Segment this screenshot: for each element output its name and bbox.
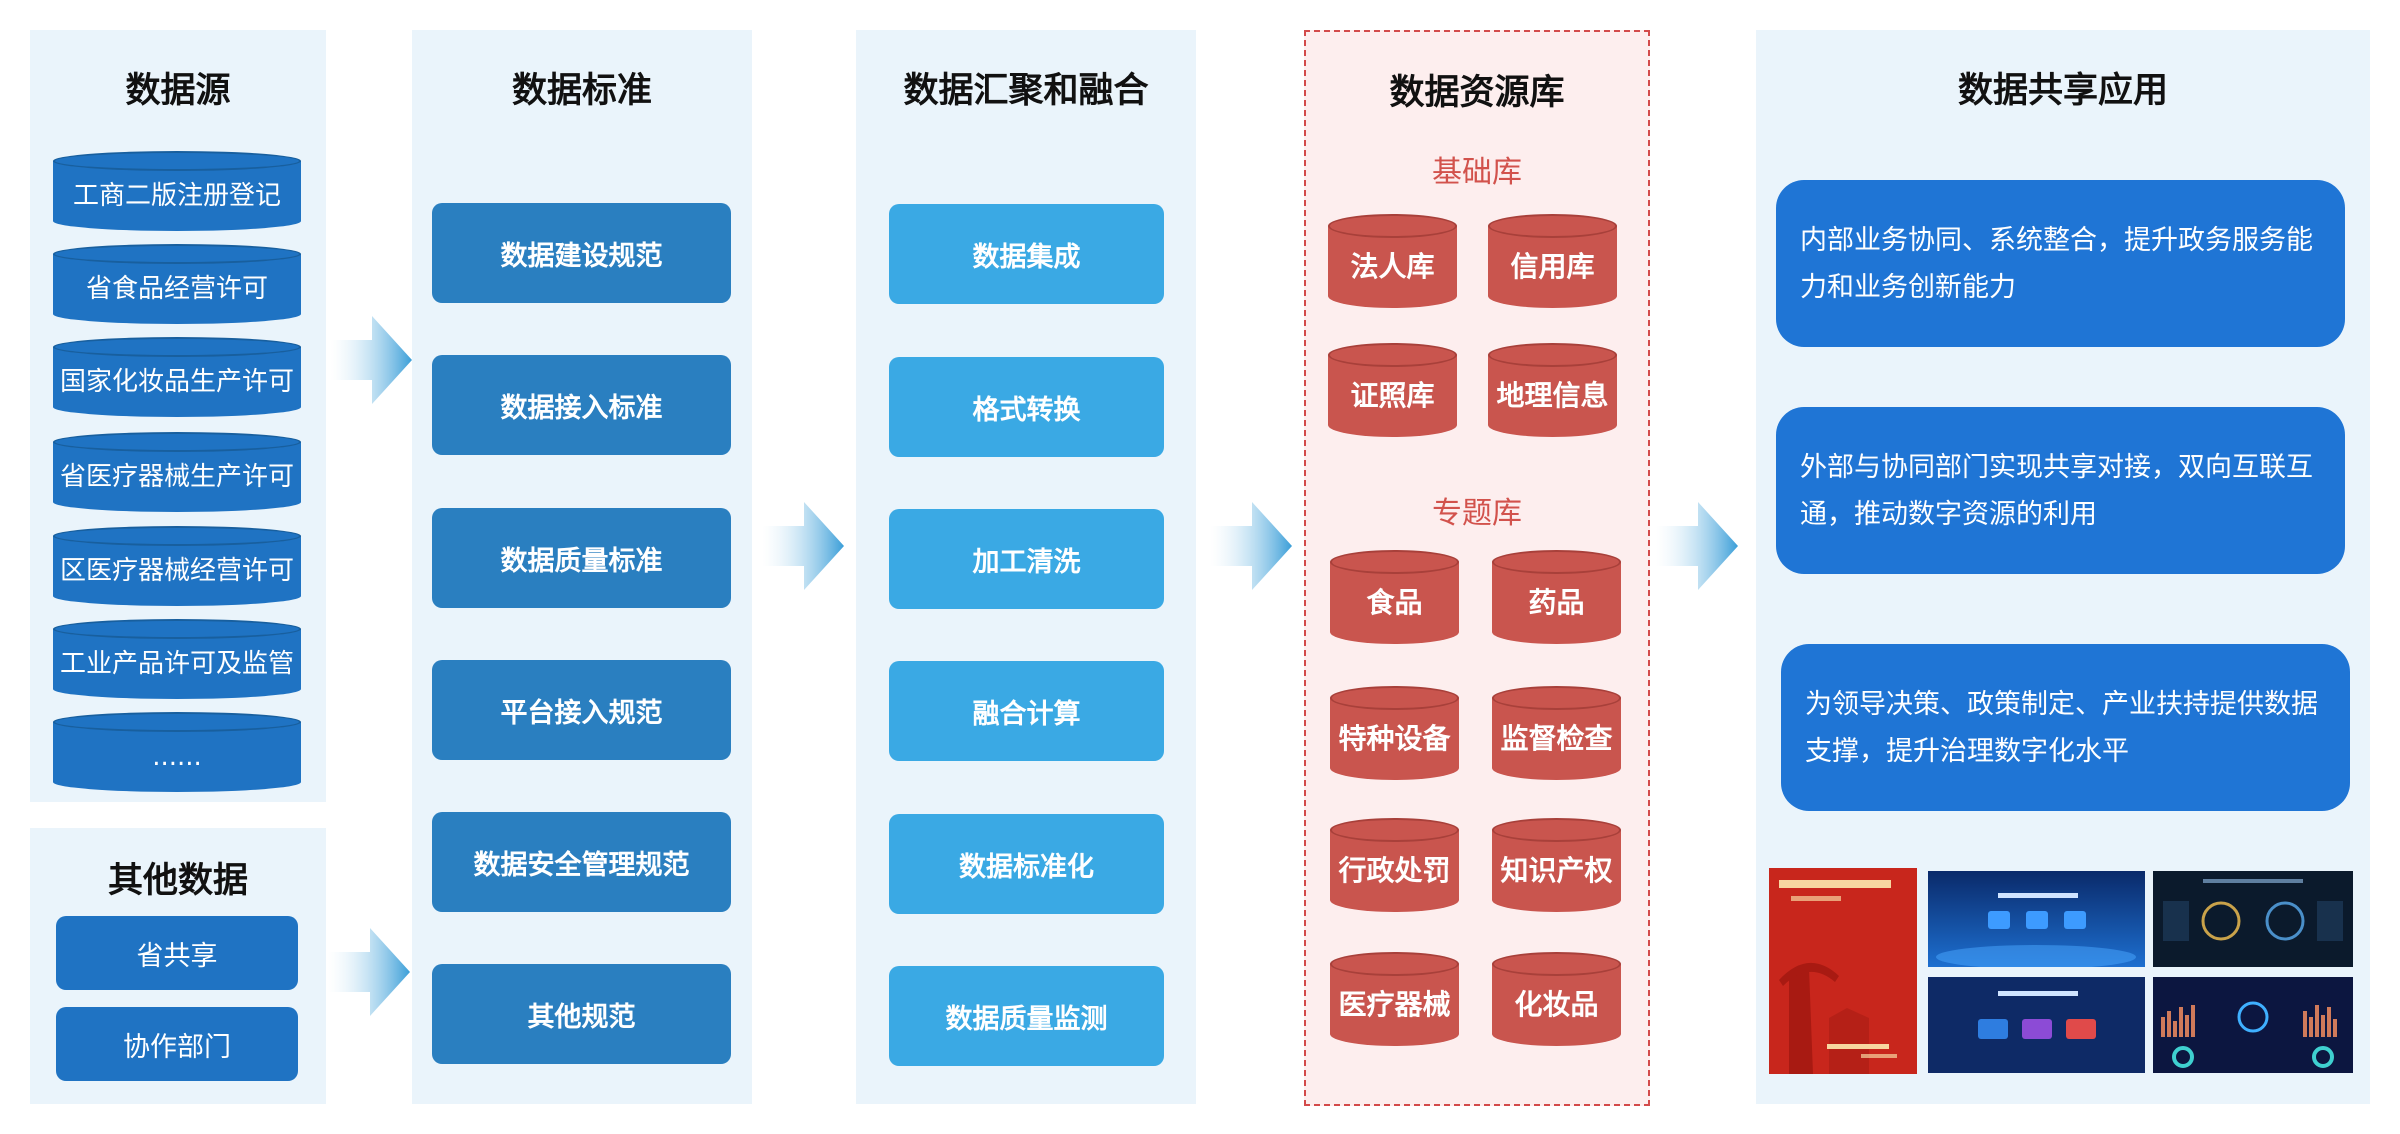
standard-item: 数据接入标准 bbox=[432, 355, 731, 455]
standard-item: 数据建设规范 bbox=[432, 203, 731, 303]
aggregation-item: 数据标准化 bbox=[889, 814, 1164, 914]
topic-lib-cylinder-label: 药品 bbox=[1528, 586, 1585, 619]
data-source-cylinder: 省医疗器械生产许可 bbox=[53, 432, 301, 512]
base-lib-subtitle: 基础库 bbox=[1432, 155, 1522, 190]
data-source-cylinder: 国家化妆品生产许可 bbox=[53, 337, 301, 417]
report-cover-image bbox=[1769, 868, 1917, 1074]
sharing-app-item: 为领导决策、政策制定、产业扶持提供数据支撑，提升治理数字化水平 bbox=[1781, 644, 2350, 811]
base-lib-cylinder: 法人库 bbox=[1328, 214, 1457, 308]
data-source-cylinder: 工商二版注册登记 bbox=[53, 151, 301, 231]
topic-lib-cylinder: 化妆品 bbox=[1492, 952, 1621, 1046]
topic-lib-cylinder-label: 行政处罚 bbox=[1338, 854, 1451, 887]
dashboard-screenshot-4 bbox=[2153, 977, 2353, 1073]
topic-lib-subtitle: 专题库 bbox=[1432, 496, 1522, 531]
topic-lib-cylinder: 行政处罚 bbox=[1330, 818, 1459, 912]
other-data-item: 协作部门 bbox=[56, 1007, 298, 1081]
base-lib-cylinder-label: 信用库 bbox=[1510, 250, 1595, 283]
topic-lib-cylinder-label: 化妆品 bbox=[1514, 988, 1599, 1021]
data-source-cylinder-label: ...... bbox=[152, 742, 202, 772]
dashboard-screenshot-1 bbox=[1928, 871, 2145, 967]
other-data-item: 省共享 bbox=[56, 916, 298, 990]
base-lib-cylinder: 地理信息 bbox=[1488, 343, 1617, 437]
data-source-title: 数据源 bbox=[125, 71, 231, 111]
flow-arrow-icon bbox=[762, 502, 844, 590]
topic-lib-cylinder: 监督检查 bbox=[1492, 686, 1621, 780]
data-source-cylinder: 工业产品许可及监管 bbox=[53, 619, 301, 699]
dashboard-screenshot-3 bbox=[1928, 977, 2145, 1073]
data-source-cylinder: ...... bbox=[53, 712, 301, 792]
other-data-title: 其他数据 bbox=[107, 861, 248, 901]
data-source-cylinder-label: 工业产品许可及监管 bbox=[59, 649, 294, 679]
topic-lib-cylinder-label: 特种设备 bbox=[1338, 722, 1451, 755]
base-lib-cylinder: 信用库 bbox=[1488, 214, 1617, 308]
data-source-cylinder-label: 国家化妆品生产许可 bbox=[59, 367, 294, 397]
data-source-cylinder: 区医疗器械经营许可 bbox=[53, 526, 301, 606]
aggregation-item: 加工清洗 bbox=[889, 509, 1164, 609]
topic-lib-cylinder: 特种设备 bbox=[1330, 686, 1459, 780]
data-standard-title: 数据标准 bbox=[511, 71, 652, 111]
flow-arrow-icon bbox=[1656, 502, 1738, 590]
sharing-title: 数据共享应用 bbox=[1957, 71, 2168, 111]
data-source-cylinder: 省食品经营许可 bbox=[53, 244, 301, 324]
base-lib-cylinder: 证照库 bbox=[1328, 343, 1457, 437]
topic-lib-cylinder: 药品 bbox=[1492, 550, 1621, 644]
aggregation-title: 数据汇聚和融合 bbox=[903, 71, 1149, 111]
aggregation-item: 融合计算 bbox=[889, 661, 1164, 761]
standard-item: 其他规范 bbox=[432, 964, 731, 1064]
topic-lib-cylinder-label: 食品 bbox=[1366, 586, 1423, 619]
flow-arrow-icon bbox=[1210, 502, 1292, 590]
data-source-cylinder-label: 工商二版注册登记 bbox=[72, 181, 281, 211]
sharing-app-item: 外部与协同部门实现共享对接，双向互联互通，推动数字资源的利用 bbox=[1776, 407, 2345, 574]
standard-item: 数据质量标准 bbox=[432, 508, 731, 608]
flow-arrow-icon bbox=[330, 316, 412, 404]
standard-item: 平台接入规范 bbox=[432, 660, 731, 760]
dashboard-screenshot-2 bbox=[2153, 871, 2353, 967]
sharing-app-item: 内部业务协同、系统整合，提升政务服务能力和业务创新能力 bbox=[1776, 180, 2345, 347]
topic-lib-cylinder-label: 医疗器械 bbox=[1338, 988, 1451, 1021]
topic-lib-cylinder: 食品 bbox=[1330, 550, 1459, 644]
base-lib-cylinder-label: 地理信息 bbox=[1496, 379, 1609, 412]
topic-lib-cylinder-label: 知识产权 bbox=[1500, 854, 1613, 887]
data-source-cylinder-label: 省食品经营许可 bbox=[85, 274, 268, 304]
data-source-cylinder-label: 省医疗器械生产许可 bbox=[59, 462, 294, 492]
aggregation-item: 格式转换 bbox=[889, 357, 1164, 457]
topic-lib-cylinder: 医疗器械 bbox=[1330, 952, 1459, 1046]
aggregation-item: 数据集成 bbox=[889, 204, 1164, 304]
aggregation-item: 数据质量监测 bbox=[889, 966, 1164, 1066]
resource-lib-title: 数据资源库 bbox=[1389, 73, 1565, 113]
data-source-cylinder-label: 区医疗器械经营许可 bbox=[59, 556, 294, 586]
topic-lib-cylinder-label: 监督检查 bbox=[1500, 722, 1613, 755]
standard-item: 数据安全管理规范 bbox=[432, 812, 731, 912]
flow-arrow-icon bbox=[328, 928, 410, 1016]
base-lib-cylinder-label: 证照库 bbox=[1350, 379, 1435, 412]
topic-lib-cylinder: 知识产权 bbox=[1492, 818, 1621, 912]
base-lib-cylinder-label: 法人库 bbox=[1350, 250, 1435, 283]
